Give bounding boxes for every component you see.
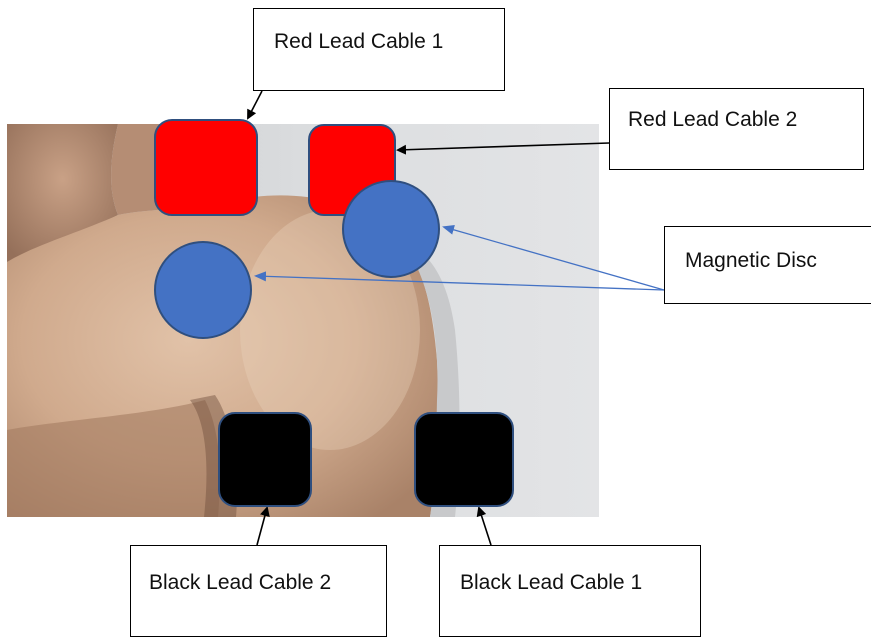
black-pad-1 (414, 412, 514, 507)
callout-black-lead-cable-2: Black Lead Cable 2 (130, 545, 387, 637)
black-pad-2 (218, 412, 312, 507)
label-red-lead-cable-2: Red Lead Cable 2 (628, 108, 798, 131)
label-black-lead-cable-2: Black Lead Cable 2 (149, 571, 332, 594)
label-magnetic-disc: Magnetic Disc (685, 249, 817, 272)
pointer-magnetic-disc-lower (254, 271, 665, 291)
callout-magnetic-disc: Magnetic Disc (664, 226, 871, 304)
callout-red-lead-cable-1: Red Lead Cable 1 (253, 8, 505, 91)
label-red-lead-cable-1: Red Lead Cable 1 (274, 30, 444, 53)
label-black-lead-cable-1: Black Lead Cable 1 (460, 571, 643, 594)
red-pad-1 (154, 119, 258, 216)
pointer-red-lead-1 (247, 90, 263, 120)
callout-black-lead-cable-1: Black Lead Cable 1 (439, 545, 701, 637)
shoulder-photo (7, 124, 599, 517)
pointer-black-lead-1 (476, 506, 492, 546)
pointer-red-lead-2 (396, 142, 610, 155)
callout-red-lead-cable-2: Red Lead Cable 2 (609, 88, 864, 170)
magnetic-disc-2 (154, 241, 252, 339)
pointer-black-lead-2 (256, 506, 270, 546)
pointer-magnetic-disc-upper (442, 224, 665, 291)
magnetic-disc-1 (342, 180, 440, 278)
